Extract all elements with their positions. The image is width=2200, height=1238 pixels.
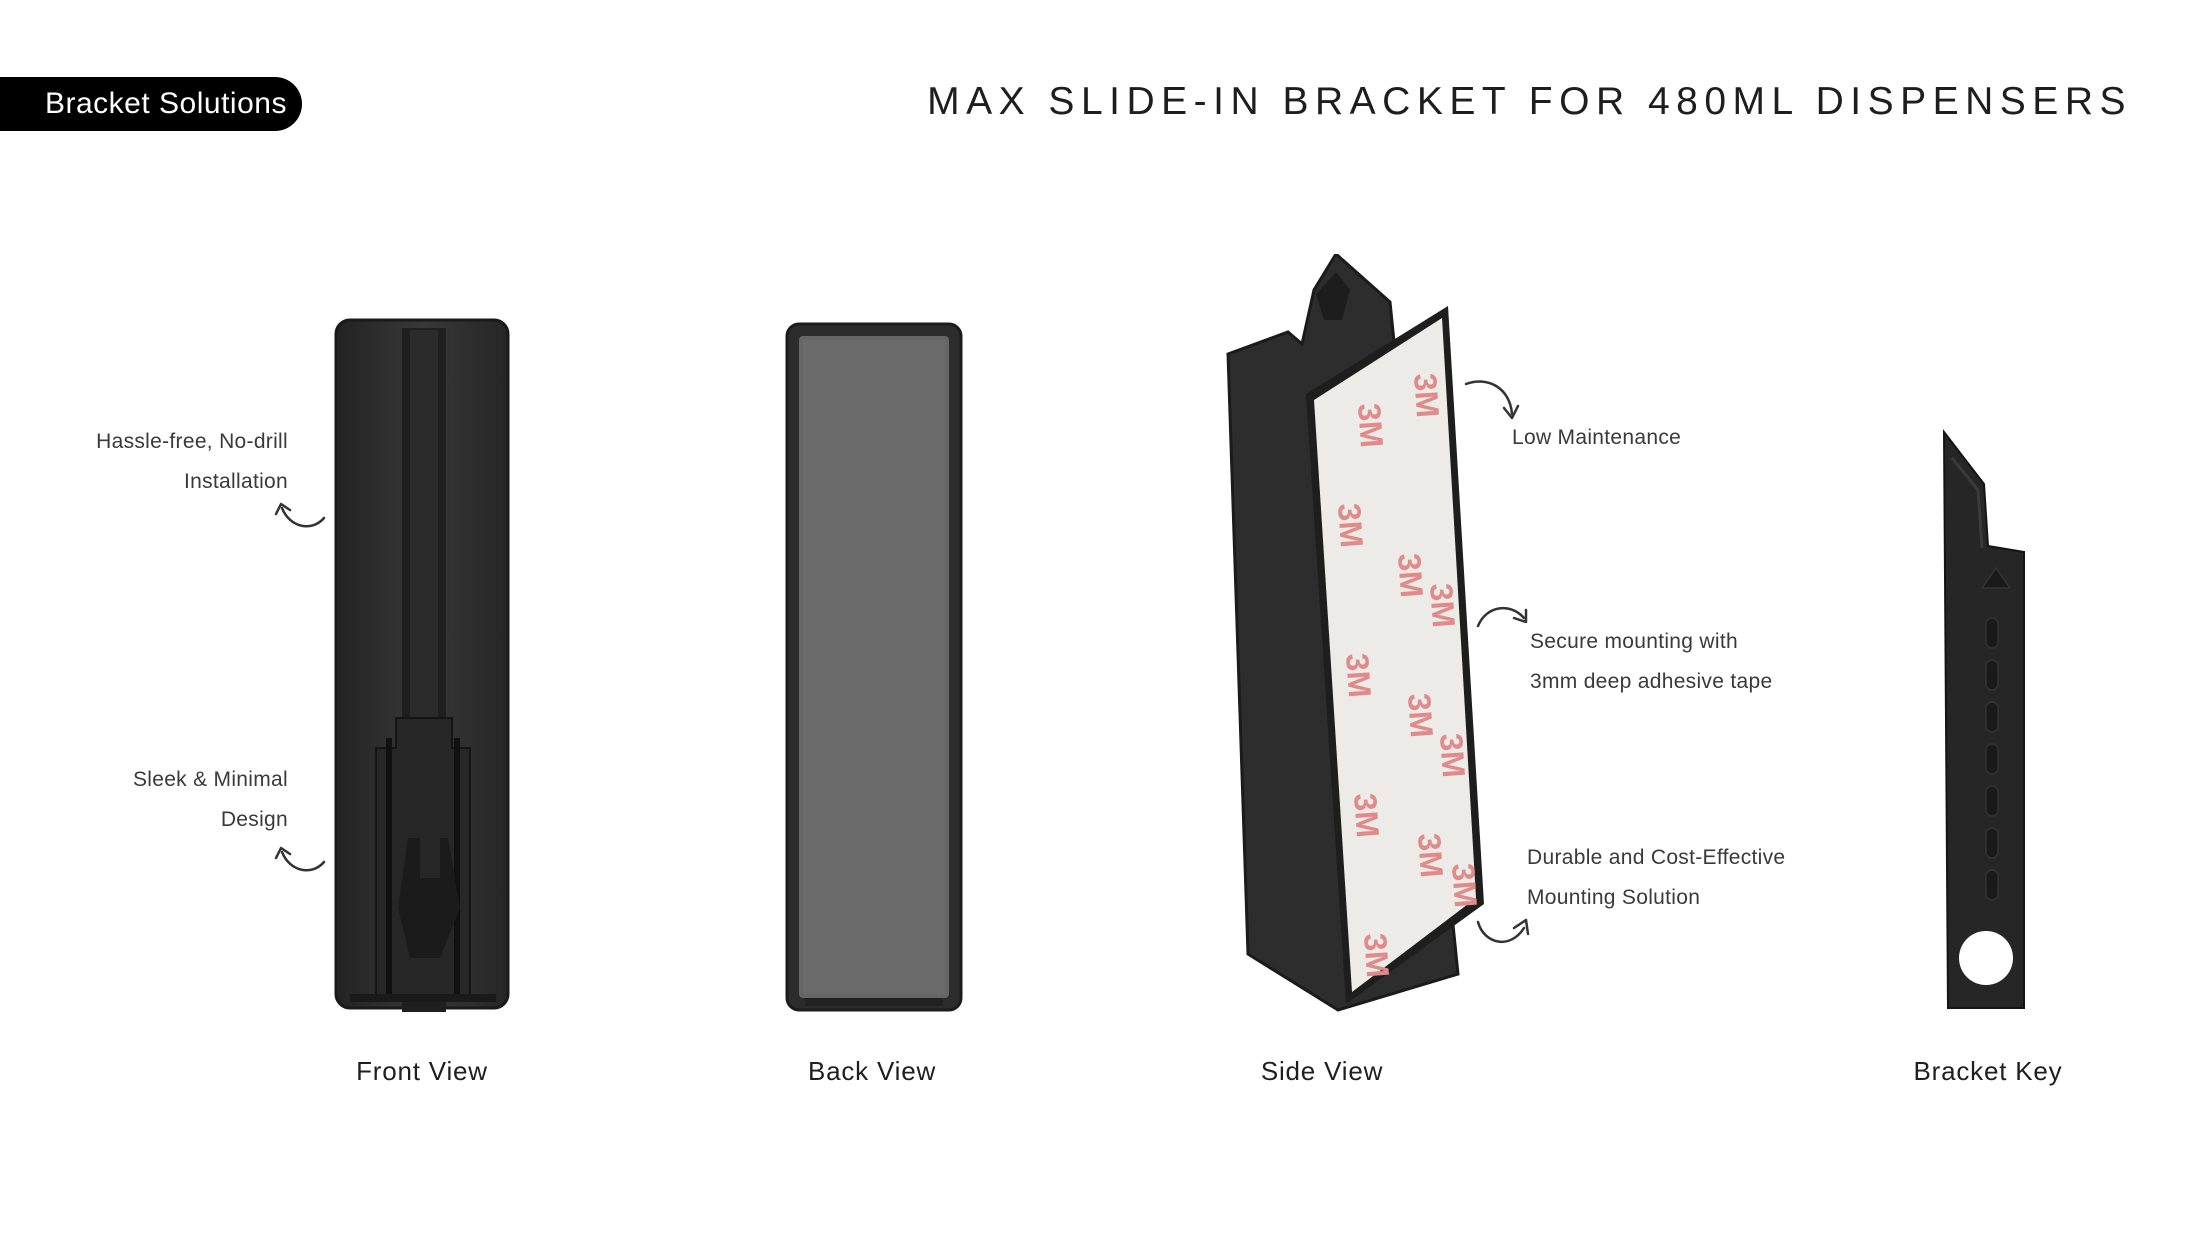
feature-durable: Durable and Cost-Effective Mounting Solu… — [1527, 838, 1785, 918]
feature-design-line1: Sleek & Minimal — [132, 768, 288, 791]
svg-text:3M: 3M — [1411, 832, 1450, 879]
back-view-image — [785, 322, 963, 1012]
feature-durable-line1: Durable and Cost-Effective — [1527, 846, 1786, 869]
feature-durable-line2: Mounting Solution — [1527, 886, 1701, 909]
feature-installation: Hassle-free, No-drill Installation — [96, 422, 288, 502]
feature-installation-line1: Hassle-free, No-drill — [96, 430, 288, 453]
curved-arrow-icon — [274, 502, 326, 528]
svg-text:3M: 3M — [1423, 582, 1462, 629]
section-badge: Bracket Solutions — [0, 77, 302, 131]
feature-mounting-line2: 3mm deep adhesive tape — [1530, 670, 1773, 693]
svg-text:3M: 3M — [1331, 502, 1370, 549]
feature-maintenance: Low Maintenance — [1512, 426, 1682, 449]
feature-installation-line2: Installation — [184, 470, 288, 493]
svg-text:3M: 3M — [1339, 652, 1378, 699]
page-title: MAX SLIDE-IN BRACKET FOR 480ML DISPENSER… — [927, 80, 2132, 123]
front-view-image — [334, 318, 510, 1012]
curved-arrow-icon — [274, 846, 326, 872]
feature-mounting-line1: Secure mounting with — [1530, 630, 1738, 653]
svg-text:3M: 3M — [1445, 862, 1484, 909]
feature-mounting: Secure mounting with 3mm deep adhesive t… — [1530, 622, 1772, 702]
svg-text:3M: 3M — [1401, 692, 1440, 739]
svg-text:3M: 3M — [1433, 732, 1472, 779]
side-view-image: 3M 3M 3M 3M 3M 3M 3M 3M 3M 3M 3M 3M — [1226, 254, 1484, 1012]
caption-side-view: Side View — [1260, 1056, 1384, 1086]
caption-front-view: Front View — [356, 1056, 488, 1086]
curved-arrow-icon — [1464, 380, 1520, 420]
svg-text:3M: 3M — [1347, 792, 1386, 839]
caption-bracket-key: Bracket Key — [1913, 1056, 2063, 1086]
caption-back-view: Back View — [807, 1056, 937, 1086]
feature-design-line2: Design — [220, 808, 288, 831]
svg-text:3M: 3M — [1391, 552, 1430, 599]
svg-text:3M: 3M — [1407, 372, 1446, 419]
svg-text:3M: 3M — [1357, 932, 1396, 979]
bracket-key-image — [1942, 429, 2025, 1009]
tape-logo-text: 3M — [1351, 402, 1390, 449]
curved-arrow-icon — [1476, 918, 1530, 944]
feature-design: Sleek & Minimal Design — [133, 760, 288, 840]
curved-arrow-icon — [1476, 606, 1528, 628]
